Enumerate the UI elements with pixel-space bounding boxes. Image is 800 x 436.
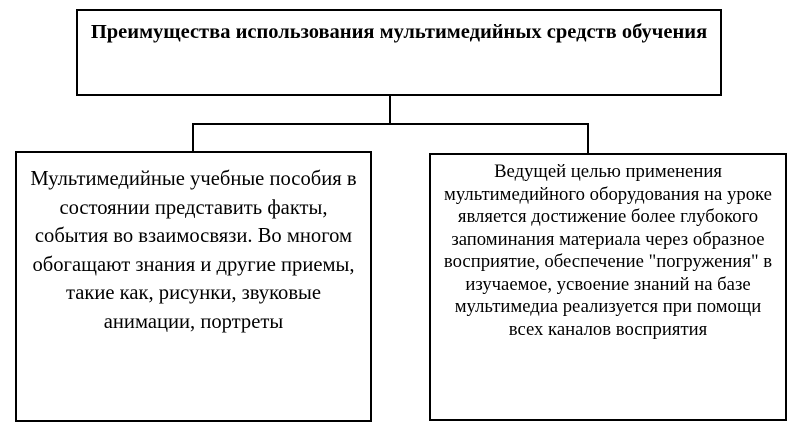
- left-child-node-box: Мультимедийные учебные пособия в состоян…: [15, 151, 372, 422]
- connector-crossbar-line: [192, 123, 589, 125]
- connector-stem-line: [389, 94, 391, 125]
- root-node-box: Преимущества использования мультимедийны…: [76, 9, 722, 96]
- right-child-node-box: Ведущей целью применения мультимедийного…: [429, 153, 787, 421]
- left-child-node-text: Мультимедийные учебные пособия в состоян…: [30, 168, 357, 333]
- right-child-node-text: Ведущей целью применения мультимедийного…: [443, 161, 773, 340]
- root-node-label: Преимущества использования мультимедийны…: [90, 20, 708, 43]
- connector-drop-left-line: [192, 123, 194, 153]
- connector-drop-right-line: [587, 123, 589, 155]
